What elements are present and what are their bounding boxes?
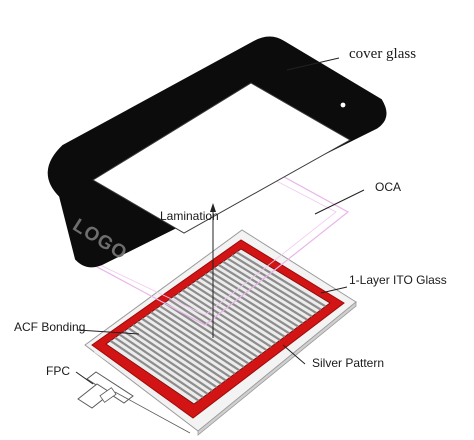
bonding-pad [94,349,101,356]
lamination-arrowhead [210,203,216,212]
silver-trace [159,305,250,365]
silver-trace [231,254,322,311]
label-acf-bonding: ACF Bonding [14,320,86,334]
silver-trace [177,292,268,352]
silver-trace [172,295,263,355]
silver-trace [163,301,254,362]
acf-bonding-pads [94,349,178,410]
bonding-pad [99,353,106,360]
bonding-pad [155,393,163,399]
camera-hole [340,102,346,108]
silver-trace [222,260,313,318]
silver-trace [190,282,281,341]
silver-trace [226,257,317,315]
silver-trace [208,270,299,328]
bonding-pad [150,389,158,396]
bonding-pad [160,396,168,403]
label-oca: OCA [375,180,402,194]
bonding-pad [104,356,111,363]
bonding-pad [129,374,137,381]
silver-trace [199,276,290,335]
silver-trace [181,289,272,348]
bonding-pad [119,367,127,374]
silver-pattern-traces [109,251,327,402]
silver-trace [145,314,236,375]
label-lamination: Lamination [160,209,219,223]
callout-lines [75,57,365,385]
silver-trace [136,320,227,382]
silver-trace [186,286,277,345]
silver-trace [127,327,218,389]
label-cover-glass: cover glass [349,46,417,62]
silver-trace [114,336,204,399]
fpc-chip [99,387,117,403]
bonding-pad [135,378,142,385]
bonding-pad [114,364,122,370]
bonding-pad [165,400,173,407]
silver-trace [217,263,308,321]
bonding-pad [145,385,152,392]
silver-trace [118,333,209,395]
bonding-pad [124,371,132,378]
silver-trace [235,251,327,308]
silver-trace [204,273,295,331]
cover-glass-layer [47,36,387,268]
silver-trace [141,317,231,378]
silver-trace [109,339,200,402]
silver-trace [123,330,213,392]
cover-glass-window [92,82,352,234]
ito-glass-edge [197,301,357,436]
fpc-trace-line [114,391,191,434]
label-fpc: FPC [46,364,70,378]
silver-trace [132,324,222,385]
label-silver-pattern: Silver Pattern [312,356,385,370]
silver-trace [195,279,286,338]
bonding-pad [109,360,117,367]
label-ito-glass: 1-Layer ITO Glass [349,273,447,287]
silver-trace [150,311,240,372]
bonding-pad [170,403,178,410]
silver-trace [213,267,304,325]
silver-trace [154,308,245,368]
bonding-pad [140,382,147,389]
